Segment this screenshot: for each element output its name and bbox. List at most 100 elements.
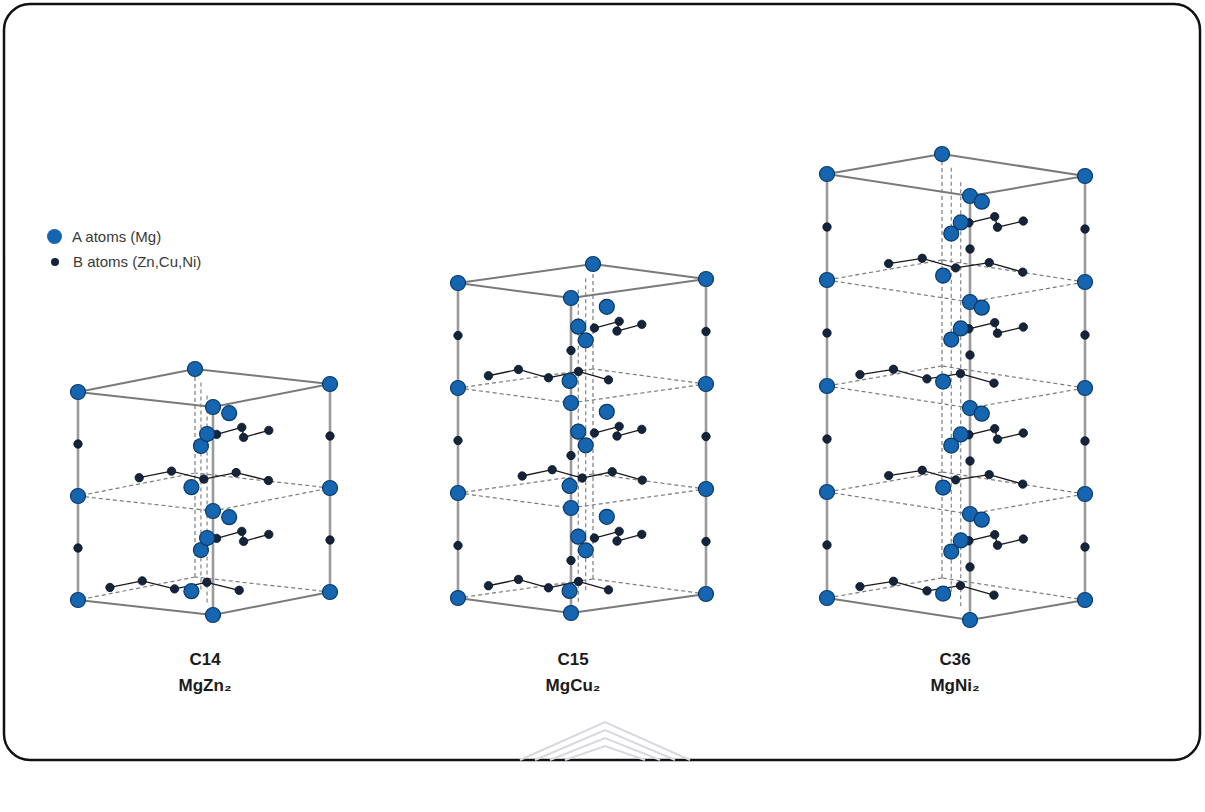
b-atom bbox=[239, 433, 247, 441]
b-atom bbox=[106, 583, 114, 591]
dashed-edge bbox=[941, 154, 942, 578]
b-atom bbox=[567, 556, 575, 564]
a-atom bbox=[974, 300, 989, 315]
b-atom bbox=[966, 245, 974, 253]
a-atom bbox=[936, 268, 951, 283]
b-atom bbox=[918, 466, 926, 474]
b-atom bbox=[889, 577, 897, 585]
b-atom bbox=[952, 264, 960, 272]
b-atom bbox=[615, 527, 623, 535]
b-atom bbox=[638, 425, 646, 433]
frame bbox=[4, 4, 1200, 760]
b-atom bbox=[991, 318, 999, 326]
b-atom bbox=[548, 465, 556, 473]
a-atom bbox=[699, 587, 714, 602]
structure-type: C15 bbox=[557, 650, 588, 670]
b-atom bbox=[1019, 268, 1027, 276]
cell-edge bbox=[970, 600, 1085, 620]
b-atom bbox=[514, 365, 522, 373]
dashed-edge bbox=[827, 386, 970, 408]
b-atom bbox=[823, 329, 831, 337]
b-atom bbox=[604, 586, 612, 594]
structure-type: C14 bbox=[189, 650, 220, 670]
a-atom bbox=[820, 485, 835, 500]
a-atom bbox=[562, 583, 577, 598]
cell-edge bbox=[827, 174, 970, 196]
a-atom bbox=[599, 509, 614, 524]
b-atom bbox=[638, 530, 646, 538]
watermark bbox=[520, 722, 690, 760]
b-atom bbox=[578, 474, 586, 482]
b-atom bbox=[239, 537, 247, 545]
b-atom bbox=[454, 436, 462, 444]
b-atom bbox=[544, 374, 552, 382]
a-atom bbox=[571, 319, 586, 334]
cell-edge bbox=[593, 264, 706, 279]
b-atom bbox=[823, 435, 831, 443]
b-atom bbox=[326, 432, 334, 440]
b-atom bbox=[265, 426, 273, 434]
a-atom bbox=[699, 377, 714, 392]
b-atom bbox=[74, 544, 82, 552]
cell-edge bbox=[458, 283, 571, 298]
dashed-edge bbox=[592, 264, 593, 579]
a-atom bbox=[564, 501, 579, 516]
b-atom bbox=[966, 457, 974, 465]
laves-structure bbox=[451, 257, 714, 621]
a-atom bbox=[564, 291, 579, 306]
a-atom bbox=[451, 591, 466, 606]
b-atom bbox=[238, 423, 246, 431]
a-atom bbox=[974, 512, 989, 527]
cell-edge bbox=[942, 154, 1085, 176]
bond-chain bbox=[889, 258, 1023, 272]
b-atom bbox=[885, 259, 893, 267]
b-atom bbox=[613, 537, 621, 545]
a-atom bbox=[1078, 593, 1093, 608]
cell-edge bbox=[213, 592, 330, 615]
bond-chain bbox=[860, 581, 994, 595]
dashed-edge bbox=[942, 366, 1085, 388]
a-atom bbox=[562, 478, 577, 493]
cell-edge bbox=[571, 279, 706, 298]
b-atom bbox=[265, 530, 273, 538]
dashed-edge bbox=[827, 492, 970, 514]
dashed-edge bbox=[970, 388, 1085, 408]
a-atom bbox=[936, 374, 951, 389]
a-atom bbox=[1078, 169, 1093, 184]
b-atom bbox=[985, 258, 993, 266]
cell-edge bbox=[195, 369, 330, 384]
a-atom bbox=[953, 215, 968, 230]
b-atom bbox=[1019, 535, 1027, 543]
a-atom bbox=[451, 276, 466, 291]
dashed-edge bbox=[213, 488, 330, 511]
a-atom bbox=[451, 486, 466, 501]
dashed-edge bbox=[942, 472, 1085, 494]
b-atom bbox=[604, 376, 612, 384]
b-atom bbox=[991, 212, 999, 220]
b-atom bbox=[638, 320, 646, 328]
b-atom bbox=[567, 451, 575, 459]
a-atom bbox=[936, 480, 951, 495]
dashed-edge bbox=[593, 579, 706, 594]
b-atom bbox=[985, 470, 993, 478]
b-atom bbox=[993, 223, 1001, 231]
a-atom bbox=[564, 396, 579, 411]
a-atom bbox=[188, 362, 203, 377]
legend-text: B atoms (Zn,Cu,Ni) bbox=[73, 253, 201, 270]
a-atom bbox=[451, 381, 466, 396]
compound-formula: MgZn₂ bbox=[179, 676, 232, 696]
b-atom bbox=[326, 536, 334, 544]
a-atom bbox=[323, 585, 338, 600]
a-atom bbox=[222, 406, 237, 421]
b-atom bbox=[238, 527, 246, 535]
dashed-edge bbox=[970, 282, 1085, 302]
b-atom bbox=[993, 541, 1001, 549]
b-atom bbox=[856, 582, 864, 590]
a-atom bbox=[71, 593, 86, 608]
a-atom bbox=[599, 299, 614, 314]
b-atom bbox=[514, 575, 522, 583]
a-atom bbox=[820, 379, 835, 394]
b-atom bbox=[923, 587, 931, 595]
a-atom bbox=[206, 608, 221, 623]
a-atom bbox=[564, 606, 579, 621]
